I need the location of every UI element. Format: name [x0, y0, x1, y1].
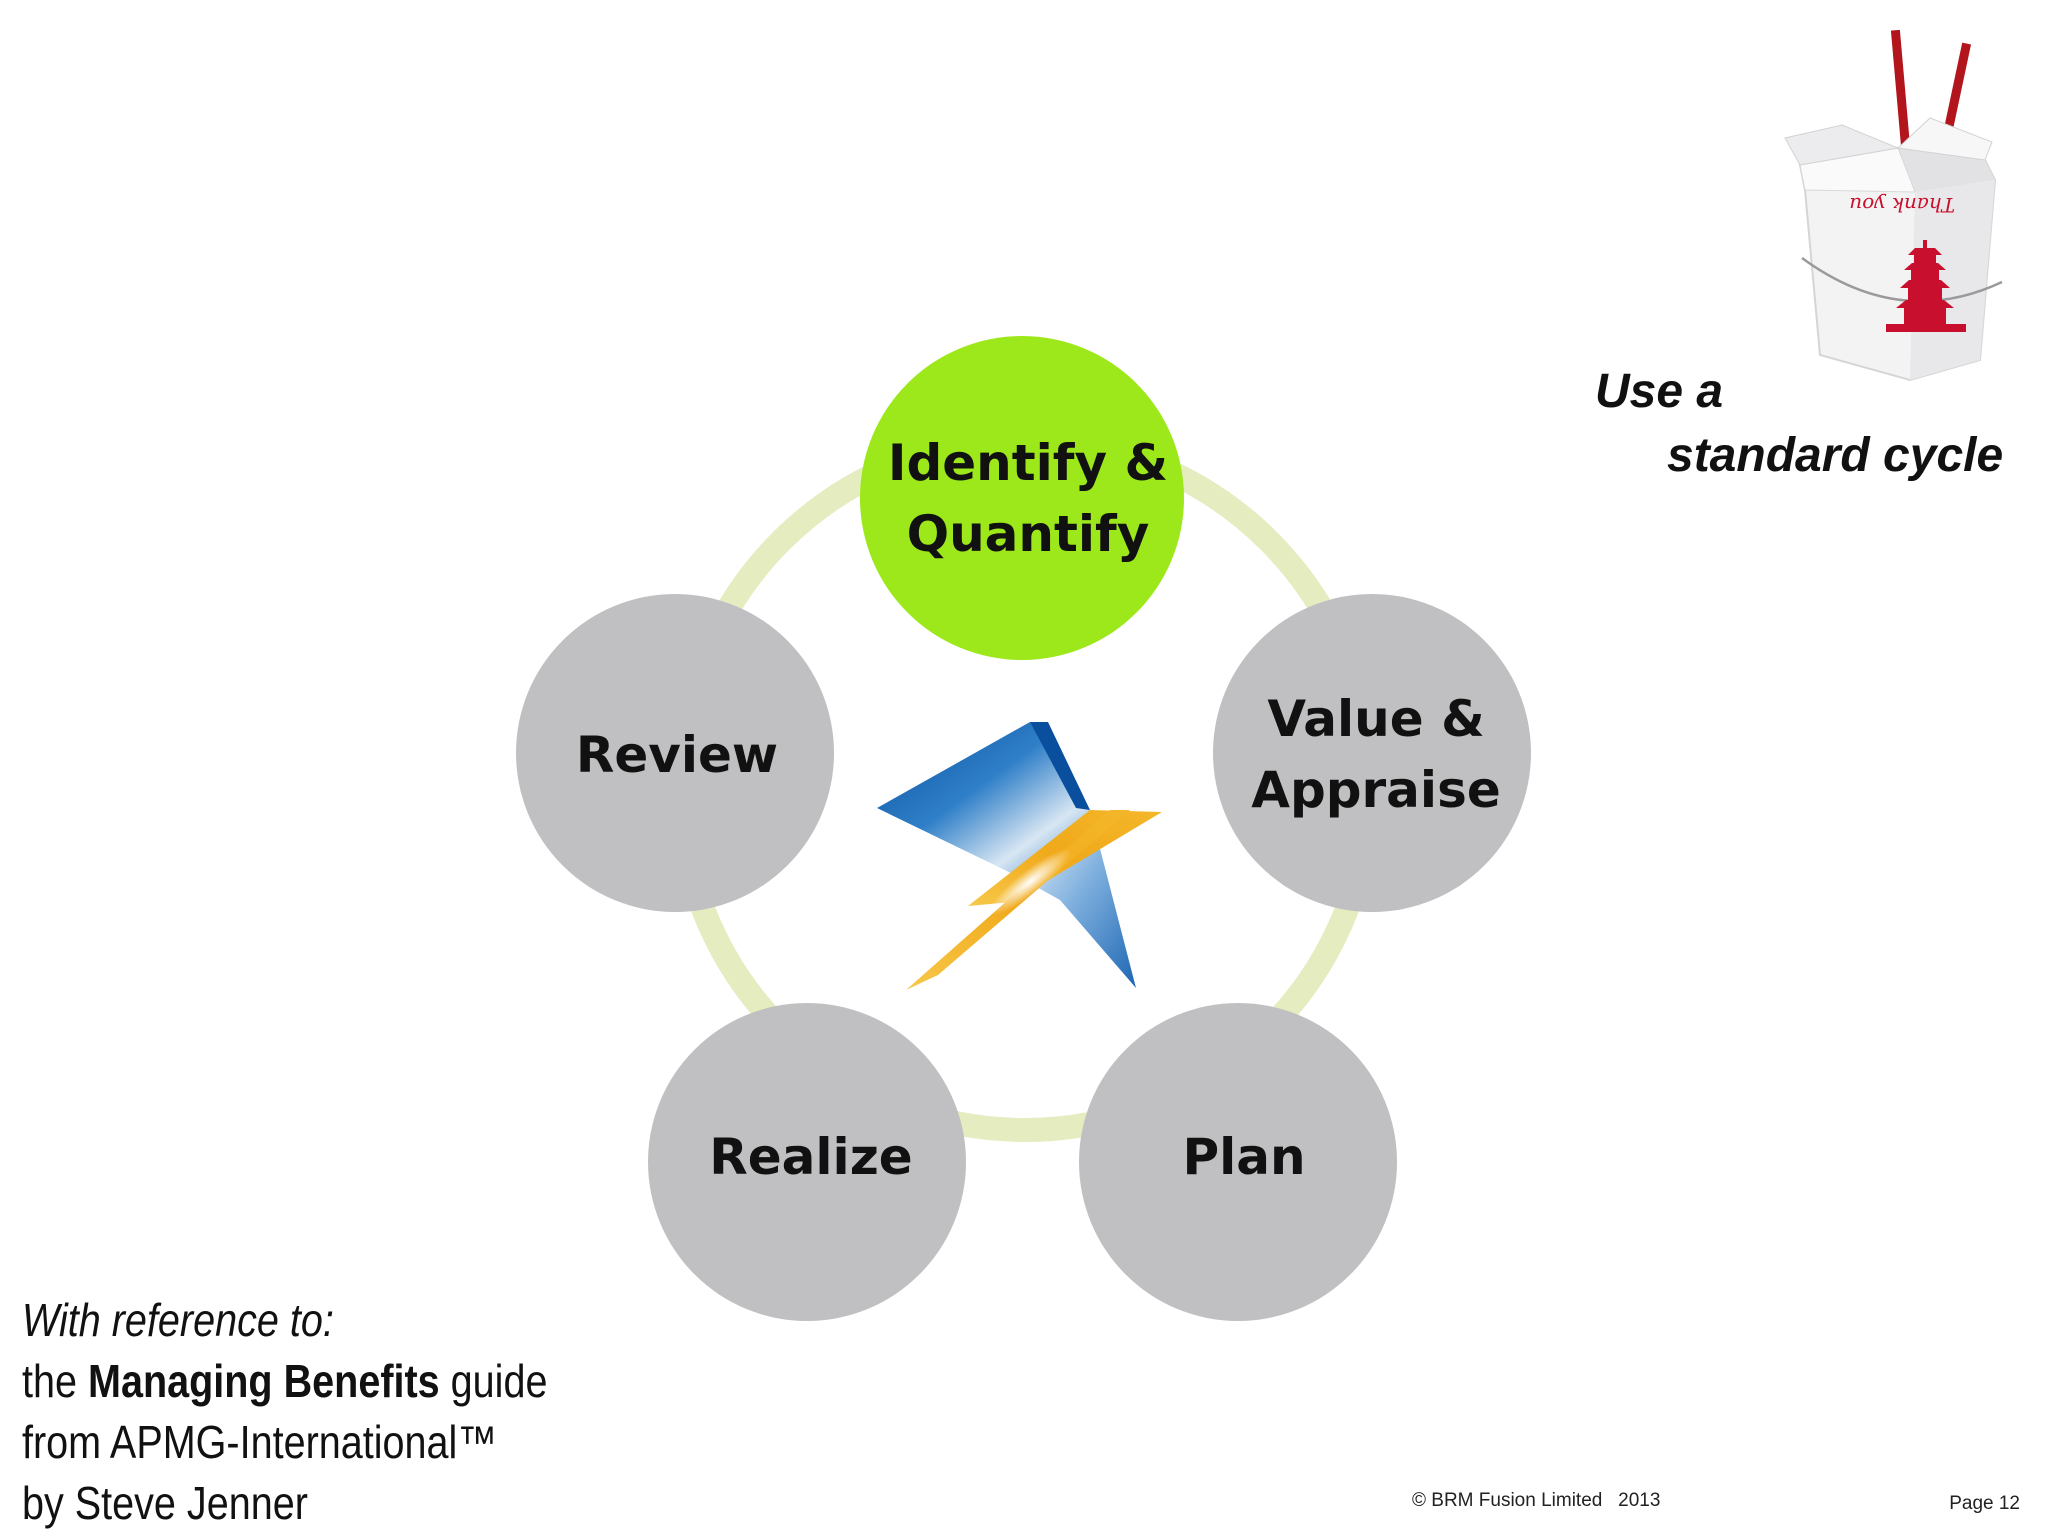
node-label-line1: Identify & [888, 434, 1168, 492]
footer-copyright: © BRM Fusion Limited 2013 [1412, 1490, 1661, 1511]
cycle-node-review: Review [516, 594, 834, 912]
tagline-line2: standard cycle [1667, 429, 2004, 482]
cycle-node-value-appraise: Value & Appraise [1213, 594, 1531, 912]
node-label-line2: Quantify [907, 505, 1150, 563]
reference-note: With reference to: the Managing Benefits… [22, 1290, 555, 1530]
node-label-line2: Appraise [1251, 761, 1501, 819]
node-circle [1213, 594, 1531, 912]
node-circle [516, 594, 834, 912]
reference-author: by Steve Jenner [22, 1477, 308, 1529]
box-thank-you-text: Thank you [1849, 193, 1955, 217]
tagline-line1: Use a [1595, 365, 1724, 418]
reference-guide-title: Managing Benefits [87, 1355, 440, 1407]
node-label: Realize [709, 1128, 912, 1186]
node-label: Plan [1182, 1128, 1305, 1186]
node-label: Review [576, 726, 778, 784]
takeout-box-image: Thank you [1784, 30, 2003, 382]
reference-suffix: guide [439, 1355, 548, 1407]
reference-guide-line: the Managing Benefits guide [22, 1351, 555, 1412]
reference-publisher: from APMG-International™ [22, 1416, 497, 1468]
node-label-line1: Value & [1267, 690, 1484, 748]
node-circle [648, 1003, 966, 1321]
cycle-node-realize: Realize [648, 1003, 966, 1321]
node-circle [860, 336, 1184, 660]
reference-intro: With reference to: [22, 1294, 334, 1346]
page-number: Page 12 [1949, 1493, 2020, 1514]
tagline: Use a standard cycle [1595, 360, 2035, 500]
cycle-node-identify-quantify: Identify & Quantify [860, 336, 1184, 660]
reference-prefix: the [22, 1355, 88, 1407]
pagoda-icon [1886, 240, 1966, 332]
node-circle [1079, 1003, 1397, 1321]
cycle-node-plan: Plan [1079, 1003, 1397, 1321]
star-logo [877, 722, 1162, 990]
